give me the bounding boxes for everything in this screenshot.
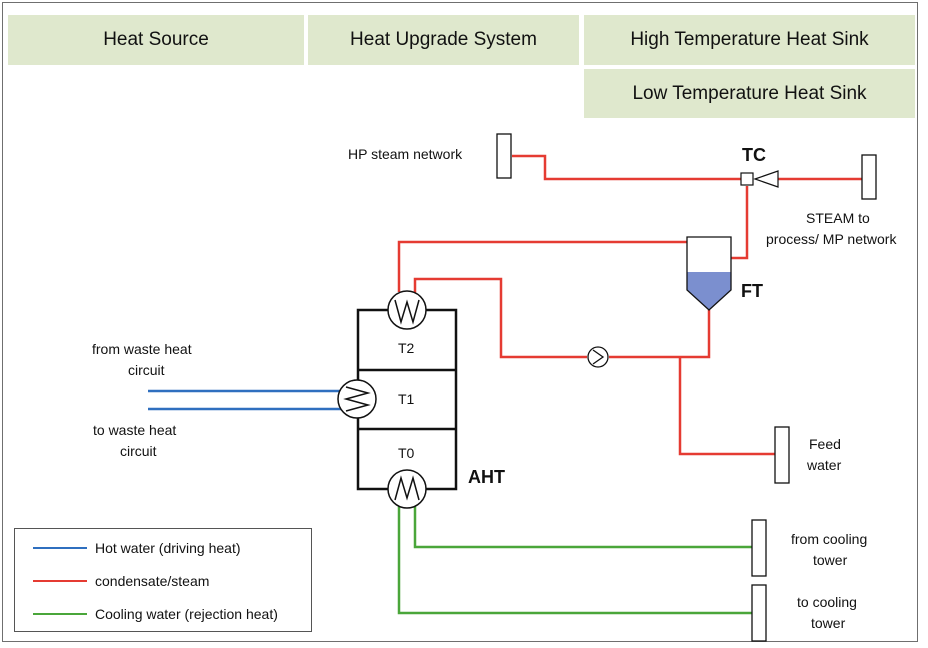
header-heat-upgrade-label: Heat Upgrade System <box>350 29 537 50</box>
ft-to-aht-steam-line <box>397 240 687 292</box>
pump-icon <box>587 346 609 368</box>
header-heat-source: Heat Source <box>8 15 304 65</box>
cooling-lines <box>397 500 752 615</box>
feed-water-box <box>774 426 790 484</box>
legend: Hot water (driving heat) condensate/stea… <box>14 528 312 632</box>
terminal-boxes <box>496 133 877 642</box>
to-cooling-tower-box <box>751 584 767 642</box>
to-waste-heat-label-1: to waste heat <box>93 422 176 438</box>
to-waste-heat-label-2: circuit <box>120 443 157 459</box>
from-cooling-tower-line <box>413 500 752 549</box>
header-low-temp-label: Low Temperature Heat Sink <box>632 82 867 104</box>
feed-water-label-1: Feed <box>809 436 841 452</box>
header-low-temp-heat-sink: Low Temperature Heat Sink <box>584 69 915 118</box>
t0-label: T0 <box>398 445 415 461</box>
from-cooling-tower-box <box>751 519 767 577</box>
t2-label: T2 <box>398 340 415 356</box>
aht-label: AHT <box>468 467 505 487</box>
legend-label-steam: condensate/steam <box>95 573 210 589</box>
steam-to-process-label-2: process/ MP network <box>766 231 897 247</box>
heat-exchanger-t0-icon <box>387 469 427 509</box>
tc-label: TC <box>742 145 766 165</box>
from-cooling-tower-label-2: tower <box>813 552 848 568</box>
steam-to-process-label-1: STEAM to <box>806 210 870 226</box>
legend-label-cooling: Cooling water (rejection heat) <box>95 606 278 622</box>
hp-steam-network-box <box>496 133 512 179</box>
legend-label-hot-water: Hot water (driving heat) <box>95 540 241 556</box>
legend-line-cooling <box>33 613 87 615</box>
feed-water-label-2: water <box>806 457 842 473</box>
to-cooling-tower-label-2: tower <box>811 615 846 631</box>
t1-label: T1 <box>398 391 415 407</box>
legend-line-hot-water <box>33 547 87 549</box>
header-high-temp-heat-sink: High Temperature Heat Sink <box>584 15 915 65</box>
to-cooling-tower-label-1: to cooling <box>797 594 857 610</box>
from-waste-heat-label-1: from waste heat <box>92 341 192 357</box>
legend-item-hot-water: Hot water (driving heat) <box>33 540 241 556</box>
hot-water-lines <box>148 389 350 411</box>
tc-to-ft-line <box>731 186 749 260</box>
thermocompressor-icon <box>740 170 779 188</box>
heat-exchanger-t2-icon <box>387 290 427 330</box>
header-high-temp-label: High Temperature Heat Sink <box>630 29 869 50</box>
header-heat-upgrade-system: Heat Upgrade System <box>308 15 579 65</box>
header-heat-source-label: Heat Source <box>103 29 209 50</box>
steam-process-box <box>861 154 877 200</box>
ft-label: FT <box>741 281 763 301</box>
hp-steam-network-label: HP steam network <box>348 146 463 162</box>
legend-item-cooling: Cooling water (rejection heat) <box>33 606 278 622</box>
from-cooling-tower-label-1: from cooling <box>791 531 867 547</box>
to-cooling-tower-line <box>397 500 752 615</box>
steam-lines <box>397 154 862 456</box>
legend-line-steam <box>33 580 87 582</box>
heat-exchanger-t1-icon <box>337 379 377 419</box>
feed-water-line <box>678 357 775 456</box>
pump-to-ft-line <box>609 310 711 359</box>
hp-steam-line <box>512 154 741 181</box>
flash-tank-icon <box>686 236 732 311</box>
aht-return-line <box>413 277 587 359</box>
from-waste-heat-label-2: circuit <box>128 362 165 378</box>
legend-item-steam: condensate/steam <box>33 573 209 589</box>
